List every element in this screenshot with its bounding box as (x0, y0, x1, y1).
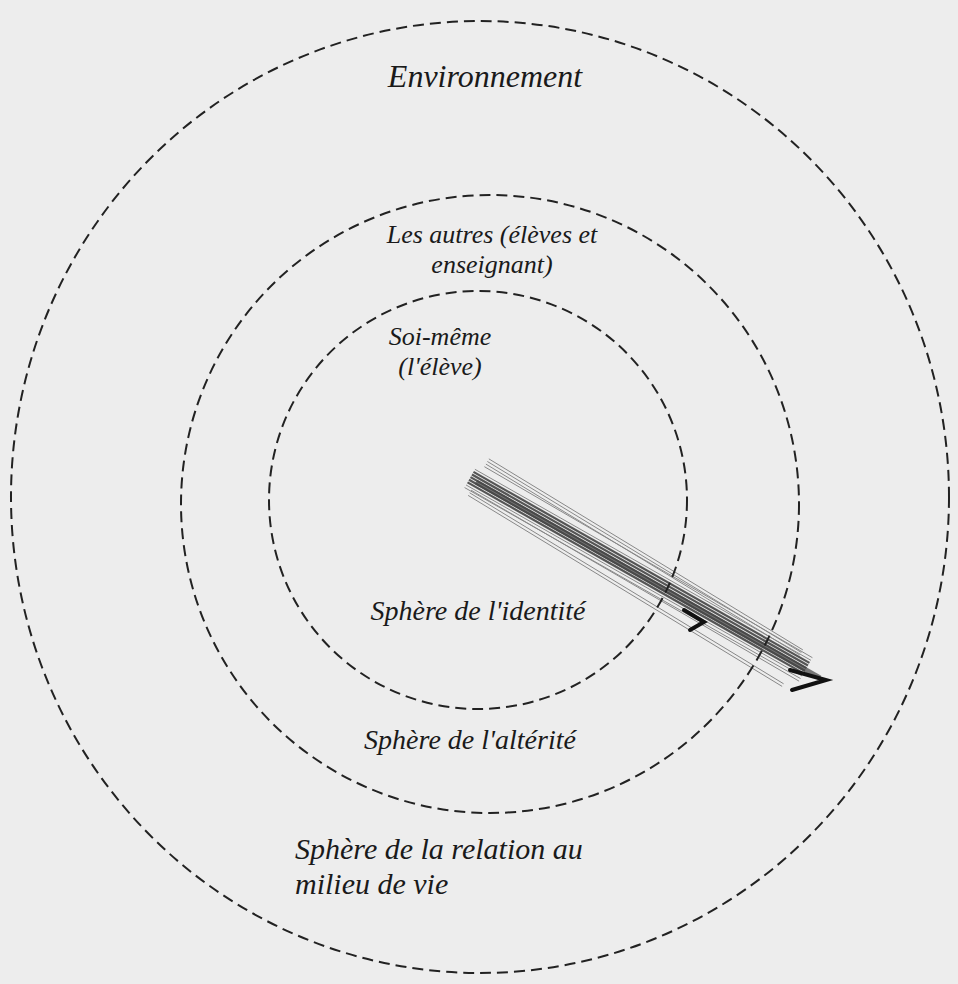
dashed-ellipse (269, 291, 687, 709)
hatched-arrow (465, 459, 820, 687)
sphere-name: Sphère de l'identité (338, 595, 618, 627)
hatch-line (472, 475, 808, 666)
dashed-outline (180, 194, 800, 814)
hatch-line (484, 467, 812, 658)
hatch-line (473, 472, 809, 663)
sphere-subject: Soi-même (l'élève) (365, 322, 515, 382)
hatch-line (466, 485, 802, 676)
hatch-line (468, 482, 804, 673)
dashed-ellipse (11, 21, 949, 973)
sphere-circle: Soi-même (l'élève) Sphère de l'identité (268, 290, 688, 710)
sphere-name: Sphère de la relation au milieu de vie (295, 832, 655, 901)
hatch-line (486, 464, 800, 655)
hatch-line (471, 490, 799, 681)
sphere-circle: EnvironnementSphère de la relation au mi… (10, 20, 950, 974)
arrow-shaft (476, 482, 820, 678)
hatch-line (468, 495, 782, 686)
sphere-circle: Les autres (élèves et enseignant) Sphère … (180, 194, 800, 814)
sphere-subject: Environnement (275, 58, 695, 95)
arrow-head (684, 610, 704, 630)
arrow-head (790, 670, 826, 690)
sphere-name: Sphère de l'altérité (310, 724, 630, 756)
hatch-line (475, 469, 811, 660)
dashed-outline (10, 20, 950, 974)
hatch-line (470, 493, 784, 684)
dashed-ellipse (181, 195, 799, 813)
sphere-subject: Les autres (élèves et enseignant) (342, 220, 642, 280)
